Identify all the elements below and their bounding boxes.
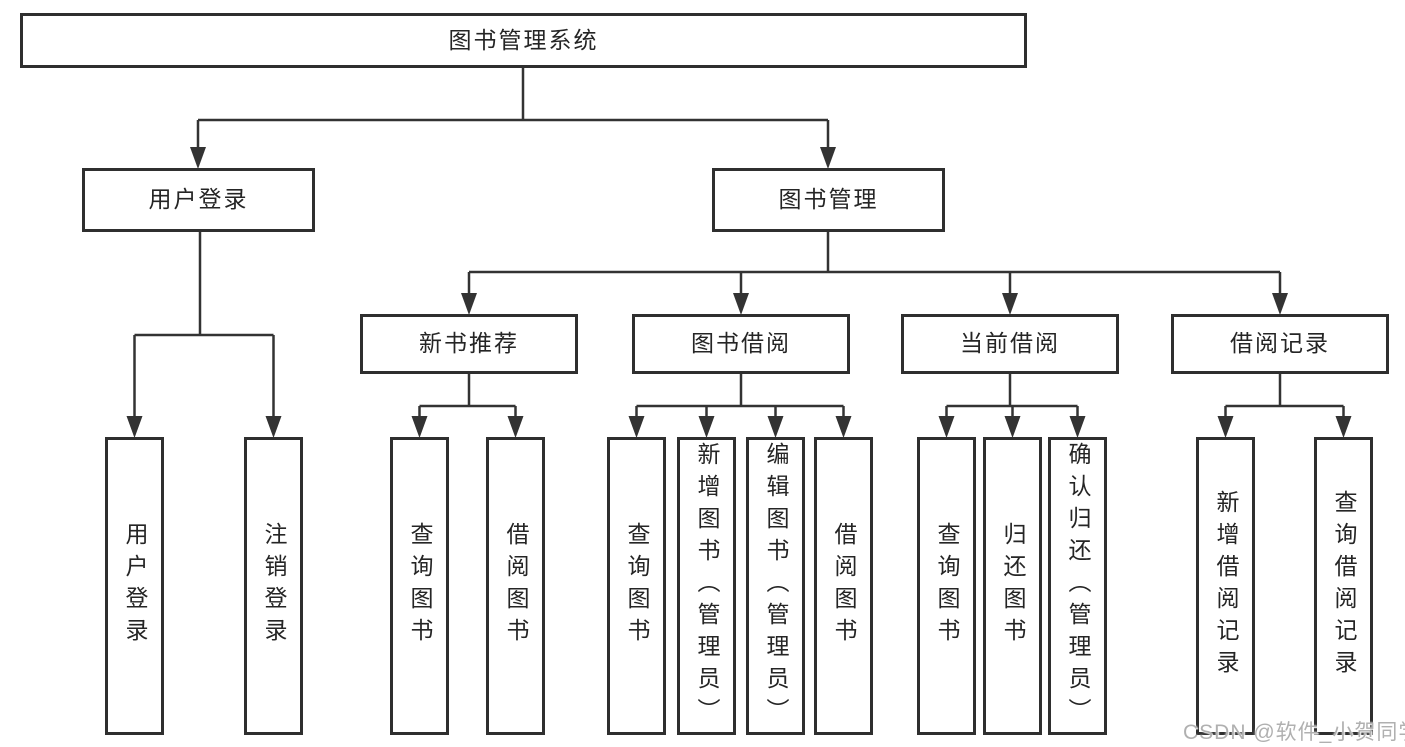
leaf-query-borrow-record: 查询借阅记录 — [1314, 437, 1373, 735]
node-current-borrow-label: 当前借阅 — [960, 330, 1060, 357]
leaf-label: 确认归还（管理员） — [1065, 442, 1091, 730]
node-user-login-label: 用户登录 — [148, 186, 249, 213]
leaf-add-borrow-record: 新增借阅记录 — [1196, 437, 1255, 735]
node-book-management: 图书管理 — [712, 168, 945, 232]
csdn-watermark: CSDN @软件_小贺同学 — [1183, 721, 1405, 744]
leaf-label: 借阅图书 — [831, 522, 857, 650]
leaf-label: 查询借阅记录 — [1331, 490, 1357, 682]
node-user-login: 用户登录 — [82, 168, 315, 232]
node-new-book-recommend-label: 新书推荐 — [419, 330, 519, 357]
leaf-confirm-return-admin: 确认归还（管理员） — [1048, 437, 1107, 735]
leaf-add-books-admin: 新增图书（管理员） — [677, 437, 736, 735]
leaf-query-books-current: 查询图书 — [917, 437, 976, 735]
leaf-label: 查询图书 — [407, 522, 433, 650]
leaf-label: 查询图书 — [934, 522, 960, 650]
leaf-borrow-books-recommend: 借阅图书 — [486, 437, 545, 735]
node-book-management-label: 图书管理 — [778, 186, 879, 213]
leaf-label: 编辑图书（管理员） — [763, 442, 789, 730]
node-book-borrow: 图书借阅 — [632, 314, 850, 374]
leaf-label: 查询图书 — [624, 522, 650, 650]
leaf-query-books-borrow: 查询图书 — [607, 437, 666, 735]
node-new-book-recommend: 新书推荐 — [360, 314, 578, 374]
node-root: 图书管理系统 — [20, 13, 1027, 68]
leaf-label: 新增借阅记录 — [1213, 490, 1239, 682]
leaf-edit-books-admin: 编辑图书（管理员） — [746, 437, 805, 735]
leaf-label: 注销登录 — [261, 522, 287, 650]
leaf-return-books: 归还图书 — [983, 437, 1042, 735]
leaf-label: 归还图书 — [1000, 522, 1026, 650]
leaf-logout: 注销登录 — [244, 437, 303, 735]
leaf-label: 借阅图书 — [503, 522, 529, 650]
leaf-user-login: 用户登录 — [105, 437, 164, 735]
node-root-label: 图书管理系统 — [448, 26, 599, 53]
leaf-label: 用户登录 — [122, 522, 148, 650]
node-borrow-records: 借阅记录 — [1171, 314, 1389, 374]
node-book-borrow-label: 图书借阅 — [691, 330, 791, 357]
node-current-borrow: 当前借阅 — [901, 314, 1119, 374]
node-borrow-records-label: 借阅记录 — [1230, 330, 1330, 357]
leaf-label: 新增图书（管理员） — [694, 442, 720, 730]
leaf-borrow-books: 借阅图书 — [814, 437, 873, 735]
leaf-query-books-recommend: 查询图书 — [390, 437, 449, 735]
